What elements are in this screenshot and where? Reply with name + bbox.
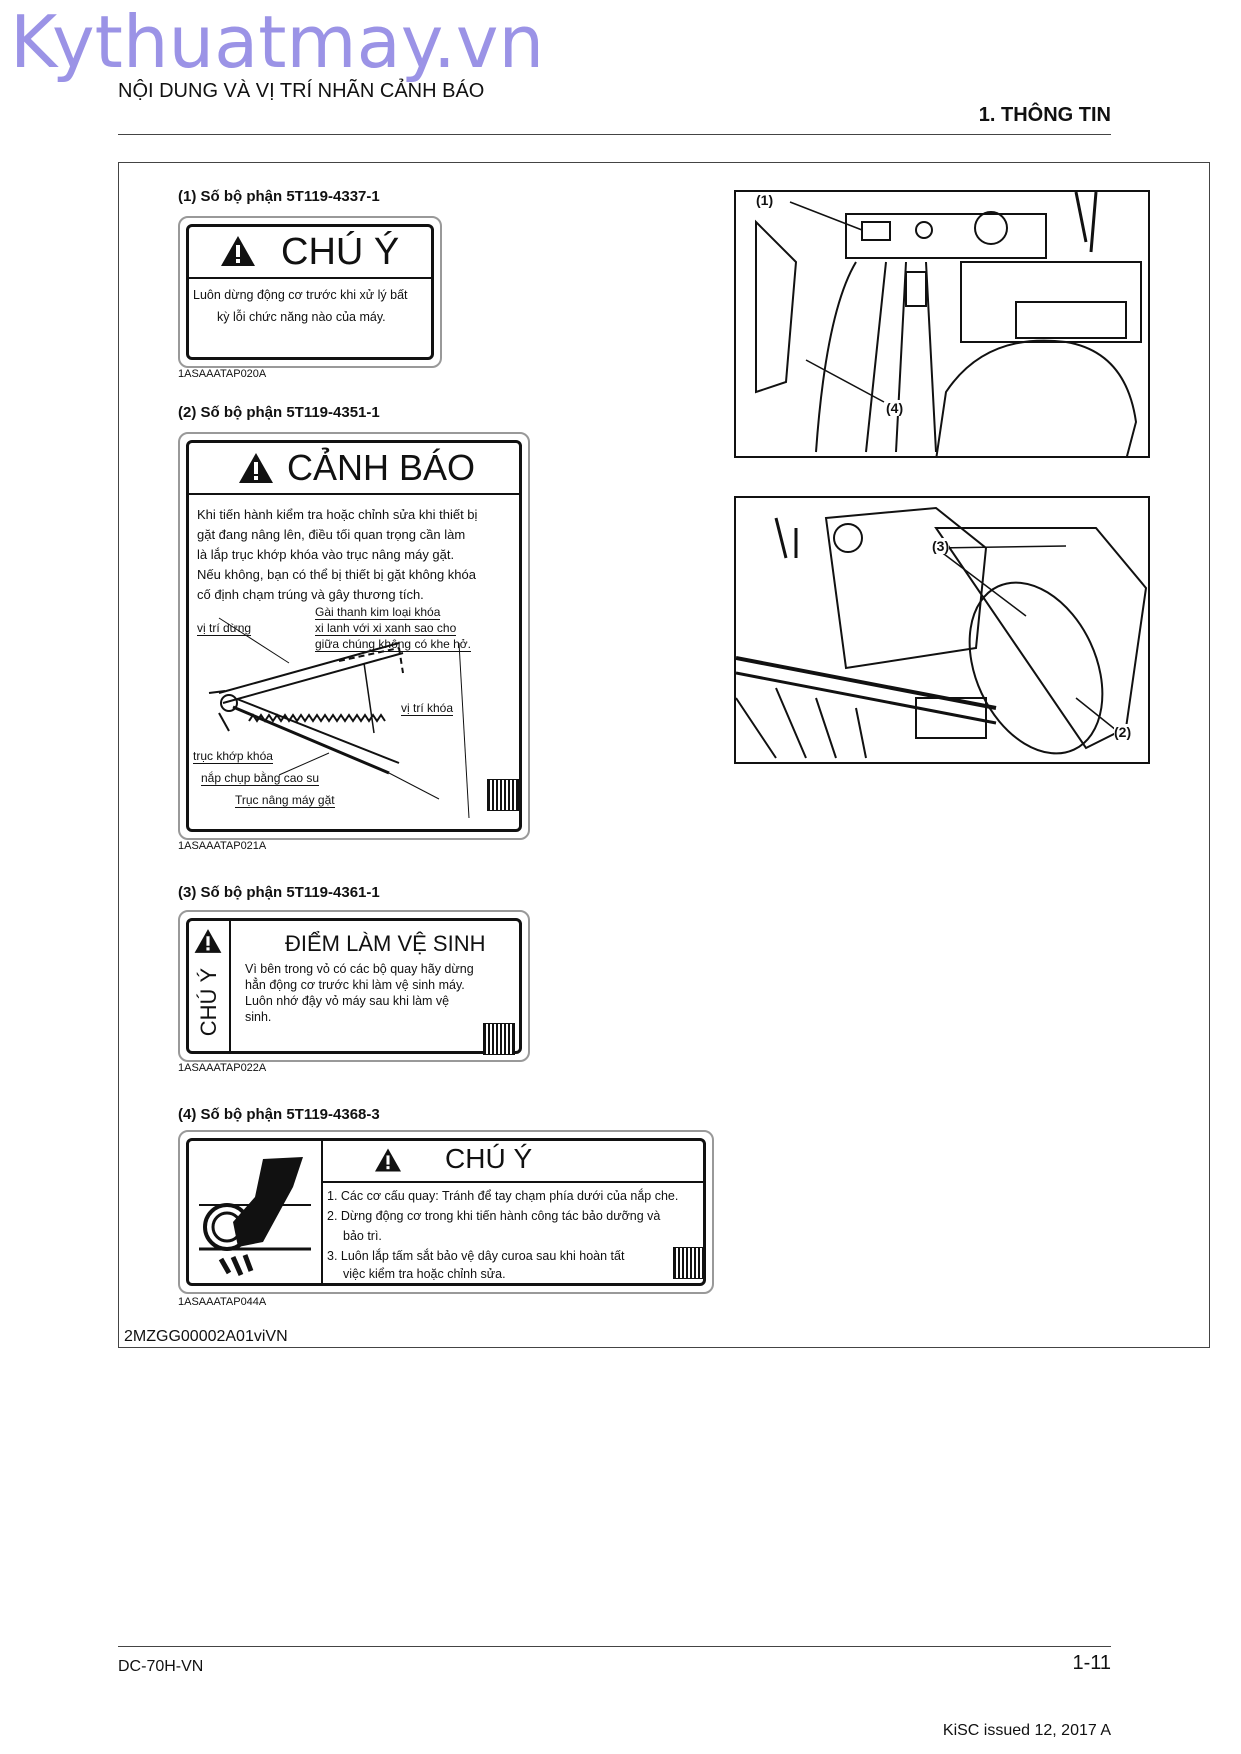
warning-triangle-icon [221,236,255,266]
label4-item3-cont: việc kiểm tra hoặc chỉnh sửa. [343,1267,506,1281]
qr-code-icon [673,1247,705,1279]
label2-callout-bar-line3: giữa chúng không có khe hở. [315,637,472,652]
footer-rule [118,1646,1111,1647]
watermark: Kythuatmay.vn [10,0,545,84]
section-title: NỘI DUNG VÀ VỊ TRÍ NHÃN CẢNH BÁO [118,80,485,102]
header-rule [118,134,1111,135]
label2-callout-lift-shaft: Trục nâng máy gặt [235,793,335,808]
label3-heading: ĐIỂM LÀM VỆ SINH [285,931,486,956]
label2-callout-lock-shaft: trục khớp khóa [193,749,273,764]
label2-text-line3: là lắp trục khớp khóa vào trục nâng máy … [197,547,455,562]
label1-heading: CHÚ Ý [281,231,400,273]
label1-header: CHÚ Ý [189,227,431,279]
label4-part-number: (4) Số bộ phận 5T119-4368-3 [178,1106,380,1123]
label3-part-number: (3) Số bộ phận 5T119-4361-1 [178,884,380,901]
cab-interior-drawing [755,192,1142,456]
label3-text-line4: sinh. [245,1010,272,1024]
label4-sticker: CHÚ Ý 1. Các cơ cấu quay: Tránh để tay c… [178,1130,714,1294]
footer-model: DC-70H-VN [118,1658,204,1675]
qr-code-icon [487,779,519,811]
label2-header: CẢNH BÁO [189,443,519,495]
label2-callout-bar-line1: Gài thanh kim loại khóa [315,605,441,620]
label2-callout-stop: vị trí dừng [197,621,252,636]
label2-part-number: (2) Số bộ phận 5T119-4351-1 [178,404,380,421]
page-number: 1-11 [1072,1652,1111,1674]
figure-bottom-callout-3: (3) [932,538,950,554]
label4-header: CHÚ Ý [321,1141,703,1183]
label3-code: 1ASAAATAP022A [178,1062,267,1074]
label3-sticker: CHÚ Ý ĐIỂM LÀM VỆ SINH Vì bên trong vỏ c… [178,910,530,1062]
label4-code: 1ASAAATAP044A [178,1296,267,1308]
label2-heading: CẢNH BÁO [287,447,476,488]
label4-heading: CHÚ Ý [445,1143,533,1174]
figure-harvester-side: (3) (2) [734,496,1150,764]
label2-callout-lock-position: vị trí khóa [401,701,454,716]
label2-text-line1: Khi tiến hành kiểm tra hoặc chỉnh sửa kh… [197,507,478,522]
label4-item1: 1. Các cơ cấu quay: Tránh để tay chạm ph… [327,1189,679,1203]
figure-cab-interior: (1) (4) [734,190,1150,458]
label4-item3: 3. Luôn lắp tấm sắt bảo vệ dây curoa sau… [327,1249,625,1263]
qr-code-icon [483,1023,515,1055]
label1-text-line1: Luôn dừng động cơ trước khi xử lý bất [193,288,408,302]
label2-callout-bar-line2: xi lanh với xi xanh sao cho [315,621,457,636]
label2-text-line5: cố định chạm trúng và gây thương tích. [197,587,424,602]
chapter-title: 1. THÔNG TIN [978,104,1111,126]
label3-text-line1: Vì bên trong vỏ có các bộ quay hãy dừng [245,962,474,976]
label3-side-panel: CHÚ Ý [189,921,231,1051]
lift-lock-diagram [208,617,470,819]
label3-text-line2: hẳn động cơ trước khi làm vệ sinh máy. [245,978,465,992]
label2-callout-rubber-cap: nắp chụp bằng cao su [201,771,320,786]
label4-item2: 2. Dừng động cơ trong khi tiến hành công… [327,1209,661,1223]
label1-part-number: (1) Số bộ phận 5T119-4337-1 [178,188,380,205]
document-id: 2MZGG00002A01viVN [124,1328,288,1345]
label4-pictogram [189,1141,323,1283]
warning-triangle-icon [194,929,222,953]
label1-text-line2: kỳ lỗi chức năng nào của máy. [217,310,386,324]
warning-triangle-icon [375,1148,401,1172]
content-frame [118,162,1210,1348]
warning-triangle-icon [239,453,273,483]
label3-text-line3: Luôn nhớ đậy vỏ máy sau khi làm vệ [245,994,450,1008]
label2-sticker: CẢNH BÁO Khi tiến hành kiểm tra hoặc chỉ… [178,432,530,840]
label1-code: 1ASAAATAP020A [178,368,267,380]
label4-item2-cont: bảo trì. [343,1229,382,1243]
label2-code: 1ASAAATAP021A [178,840,267,852]
figure-top-callout-1: (1) [756,192,774,208]
hand-belt-hazard-icon [199,1157,311,1277]
label3-side-text: CHÚ Ý [196,967,221,1037]
issued-note: KiSC issued 12, 2017 A [942,1722,1111,1739]
figure-top-callout-4: (4) [886,400,904,416]
label1-sticker: CHÚ Ý Luôn dừng động cơ trước khi xử lý … [178,216,442,368]
label2-text-line2: gặt đang nâng lên, điều tối quan trọng c… [197,527,466,542]
figure-bottom-callout-2: (2) [1114,724,1132,740]
harvester-drawing [736,506,1148,759]
label2-text-line4: Nếu không, bạn có thể bị thiết bị gặt kh… [197,567,476,582]
